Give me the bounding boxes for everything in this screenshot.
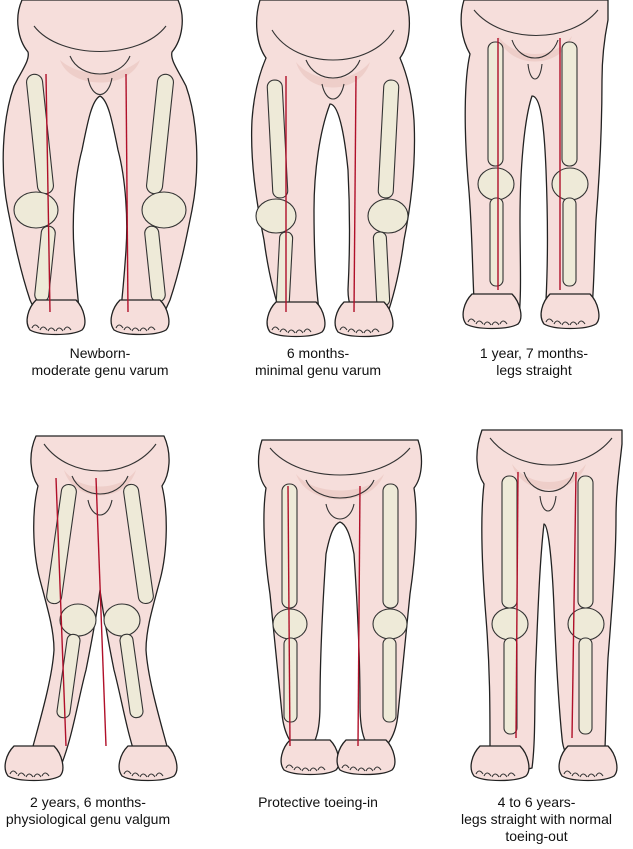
caption-line: 1 year, 7 months- [479,345,589,361]
figure-newborn [2,0,198,336]
caption-6-months: 6 months- minimal genu varum [218,345,418,379]
caption-1-year-7-months: 1 year, 7 months- legs straight [435,345,633,379]
caption-line: Newborn- [69,345,131,361]
caption-line: physiological genu valgum [5,811,171,827]
caption-newborn: Newborn- moderate genu varum [0,345,200,379]
caption-line: 2 years, 6 months- [30,794,146,810]
caption-line: toeing-out [505,828,568,844]
caption-line: moderate genu varum [31,362,169,378]
caption-line: minimal genu varum [254,362,382,378]
caption-line: legs straight [496,362,572,378]
figure-4-to-6-years [470,429,623,782]
caption-line: 4 to 6 years- [497,794,576,810]
caption-line: Protective toeing-in [258,794,378,810]
caption-line: 6 months- [286,345,350,361]
figure-2-years-6-months [4,435,178,782]
caption-toeing-in: Protective toeing-in [218,794,418,811]
caption-line: legs straight with normal [461,811,612,827]
figure-toeing-in [257,439,423,776]
caption-2-years-6-months: 2 years, 6 months- physiological genu va… [0,794,196,828]
figure-6-months [250,0,416,338]
figure-1-year-7-months [460,0,609,330]
caption-4-to-6-years: 4 to 6 years- legs straight with normal … [440,794,633,845]
